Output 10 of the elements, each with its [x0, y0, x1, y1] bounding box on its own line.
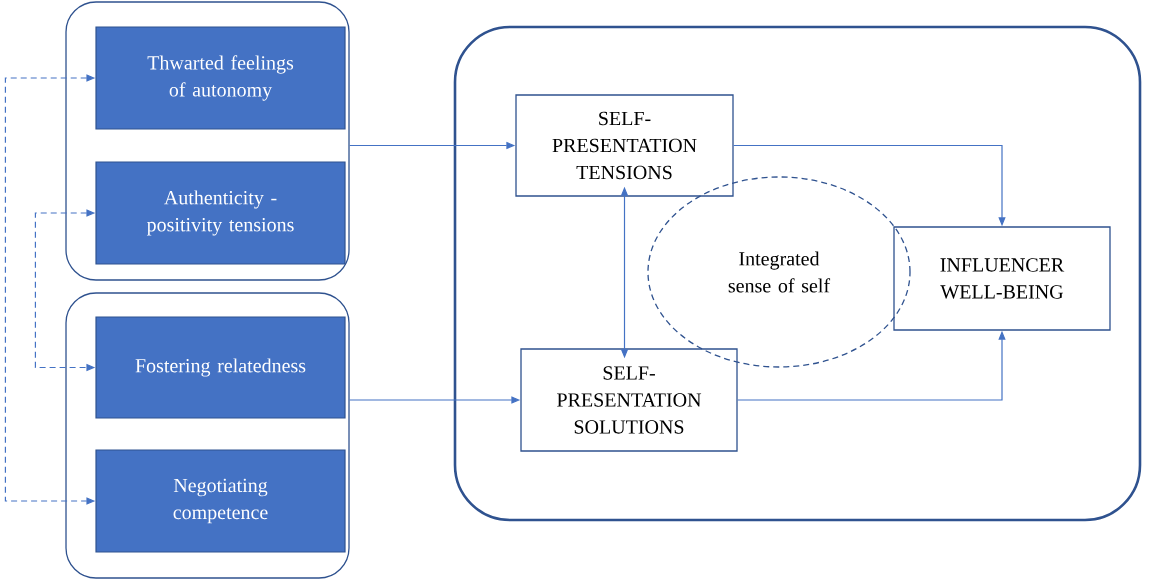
- concept-box: SELF- PRESENTATION SOLUTIONS: [520, 348, 738, 452]
- category-box: Fostering relatedness: [95, 316, 346, 419]
- model-frame: [453, 25, 1142, 522]
- concept-box: INFLUENCER WELL-BEING: [893, 226, 1111, 331]
- group-box: [65, 292, 350, 579]
- group-box: [65, 1, 350, 281]
- category-box: Thwarted feelings of autonomy: [95, 26, 346, 130]
- concept-box: SELF- PRESENTATION TENSIONS: [515, 94, 734, 197]
- category-box: Negotiating competence: [95, 449, 346, 553]
- category-box: Authenticity - positivity tensions: [95, 161, 346, 265]
